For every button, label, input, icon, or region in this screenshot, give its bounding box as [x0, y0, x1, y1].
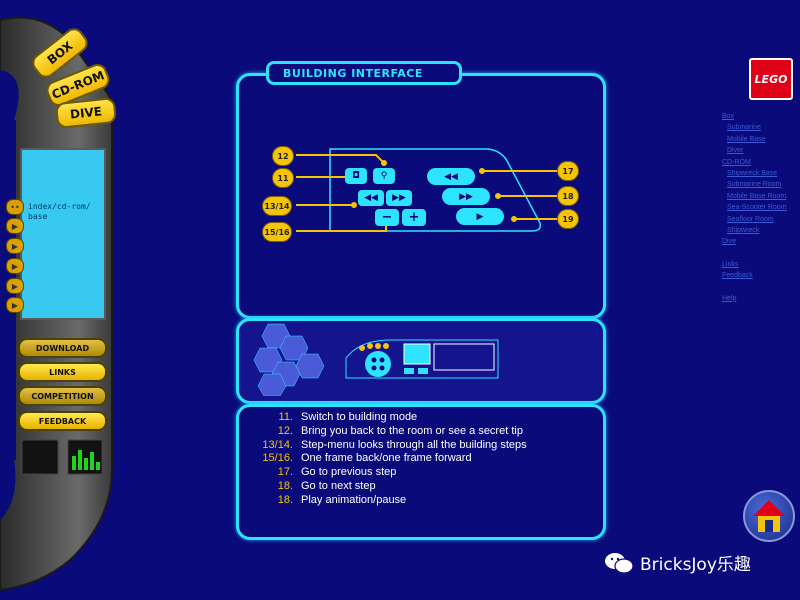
description-list: 11. Switch to building mode 12. Bring you … — [255, 411, 527, 508]
badge-17-text: 17 — [562, 166, 574, 176]
interface-diagram — [296, 148, 566, 232]
watermark: BricksJoy乐趣 — [604, 550, 751, 575]
description-number: 18. — [277, 493, 293, 506]
badge-11-text: 11 — [277, 173, 289, 183]
description-number: 18. — [277, 479, 293, 492]
next-step-button[interactable]: ▶▶ — [442, 188, 490, 205]
badge-19-text: 19 — [562, 214, 574, 224]
description-row: 18. Play animation/pause — [255, 494, 527, 508]
description-number: 11. — [278, 411, 293, 423]
step-back-button[interactable]: ◀◀ — [358, 190, 384, 206]
page-title: BUILDING INTERFACE — [266, 61, 462, 85]
nav-link-shipwreck-base[interactable]: Shipwreck Base — [727, 170, 778, 178]
nav-link-dive[interactable]: Dive — [722, 238, 737, 246]
nav-link-links[interactable]: Links — [722, 260, 739, 268]
watermark-text: BricksJoy乐趣 — [640, 555, 751, 575]
nav-arrow-1[interactable]: •• — [6, 199, 24, 215]
previous-step-button[interactable]: ◀◀ — [427, 168, 475, 185]
badge-12-text: 12 — [277, 151, 289, 161]
badge-18-text: 18 — [562, 191, 574, 201]
nav-arrow-4[interactable]: ▶ — [6, 258, 24, 274]
description-row: 12. Bring you back to the room or see a s… — [255, 425, 527, 439]
description-number: 12. — [277, 424, 293, 437]
badge-15-16-text: 15/16 — [264, 227, 290, 237]
building-mode-button[interactable]: ◘ — [345, 168, 367, 184]
badge-12: 12 — [272, 146, 294, 166]
tab-dive-label: DIVE — [69, 104, 103, 122]
nav-gap — [722, 282, 787, 293]
links-button[interactable]: LINKS — [18, 362, 107, 382]
nav-gap — [722, 248, 787, 259]
console-screen: index/cd-rom/ base — [20, 148, 106, 320]
nav-link-shipwreck[interactable]: Shipwreck — [727, 227, 760, 235]
description-number: 15/16. — [262, 452, 293, 465]
competition-label: COMPETITION — [31, 391, 94, 401]
interface-preview-graphic — [253, 323, 499, 396]
page-title-text: BUILDING INTERFACE — [283, 66, 423, 80]
nav-link-diver[interactable]: Diver — [727, 147, 744, 155]
competition-button[interactable]: COMPETITION — [18, 386, 107, 406]
download-label: DOWNLOAD — [35, 343, 90, 353]
nav-link-sea-scooter-room[interactable]: Sea-Scooter Room — [727, 204, 787, 212]
step-forward-button[interactable]: ▶▶ — [386, 190, 412, 206]
description-number: 13/14. — [262, 438, 293, 451]
home-button[interactable] — [743, 490, 795, 542]
nav-link-seafloor-room[interactable]: Seafloor Room — [727, 215, 774, 223]
description-text: Go to next step — [301, 479, 376, 492]
badge-17: 17 — [557, 161, 579, 181]
frame-forward-button[interactable]: + — [402, 209, 426, 226]
description-row: 15/16. One frame back/one frame forward — [255, 452, 527, 466]
right-nav-links: Box Submarine Mobile Base Diver CD-ROM S… — [722, 111, 787, 304]
description-row: 13/14. Step-menu looks through all the bu… — [255, 438, 527, 453]
nav-link-submarine[interactable]: Submarine — [727, 124, 761, 132]
description-text: Play animation/pause — [301, 493, 407, 506]
description-text: Go to previous step — [301, 466, 397, 479]
nav-arrow-2[interactable]: ▶ — [6, 218, 24, 234]
nav-link-help[interactable]: Help — [722, 294, 737, 302]
badge-19: 19 — [557, 209, 579, 229]
description-panel — [236, 404, 606, 540]
house-icon — [753, 500, 785, 532]
nav-link-cd-rom[interactable]: CD-ROM — [722, 158, 751, 166]
screen-path-text: index/cd-rom/ base — [28, 202, 91, 221]
frame-back-button[interactable]: − — [375, 209, 399, 226]
feedback-button[interactable]: FEEDBACK — [18, 411, 107, 431]
secret-tip-button[interactable]: ⚲ — [373, 168, 395, 184]
badge-11: 11 — [272, 168, 294, 188]
nav-link-feedback[interactable]: Feedback — [722, 272, 753, 280]
description-text: Bring you back to the room or see a secr… — [301, 424, 523, 437]
description-text: Switch to building mode — [301, 411, 418, 423]
nav-arrow-6[interactable]: ▶ — [6, 297, 24, 313]
description-text: Step-menu looks through all the building… — [301, 438, 527, 451]
badge-15-16: 15/16 — [262, 222, 292, 242]
description-row: 18. Go to next step — [255, 480, 527, 494]
lego-logo[interactable]: LEGO — [749, 58, 793, 100]
description-row: 17. Go to previous step — [255, 466, 527, 480]
description-text: One frame back/one frame forward — [301, 452, 472, 465]
nav-link-mobile-base[interactable]: Mobile Base — [727, 135, 766, 143]
nav-link-submarine-room[interactable]: Submarine Room — [727, 181, 782, 189]
nav-link-mobile-base-room[interactable]: Mobile Base Room — [727, 192, 787, 200]
badge-13-14-text: 13/14 — [264, 201, 290, 211]
links-label: LINKS — [49, 367, 76, 377]
feedback-label: FEEDBACK — [38, 416, 87, 426]
download-button[interactable]: DOWNLOAD — [18, 338, 107, 358]
play-pause-button[interactable]: ▶ — [456, 208, 504, 225]
description-number: 17. — [277, 466, 293, 479]
nav-arrow-5[interactable]: ▶ — [6, 278, 24, 294]
nav-arrow-3[interactable]: ▶ — [6, 238, 24, 254]
badge-18: 18 — [557, 186, 579, 206]
description-row: 11. Switch to building mode — [255, 411, 527, 425]
nav-link-box[interactable]: Box — [722, 113, 735, 120]
badge-13-14: 13/14 — [262, 196, 292, 216]
lego-logo-text: LEGO — [754, 72, 788, 86]
chat-bubbles-icon — [605, 552, 634, 574]
